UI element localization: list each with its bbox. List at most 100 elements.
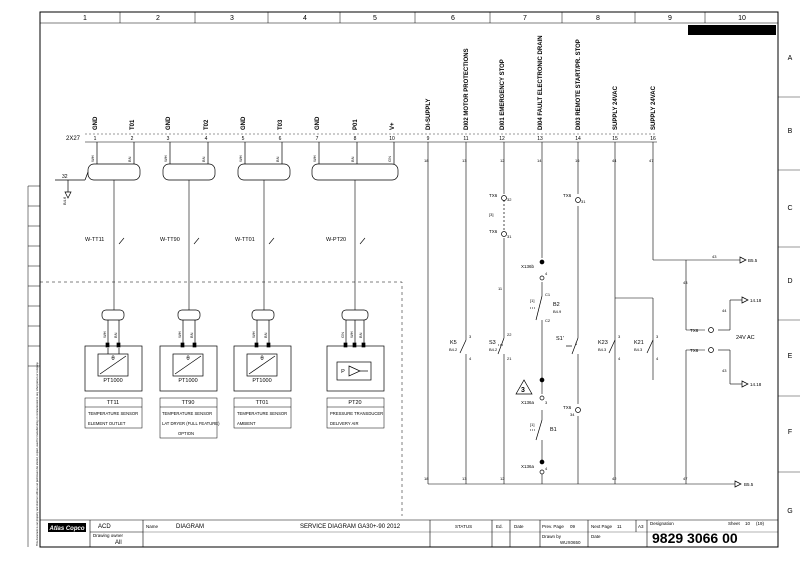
- pin-num: 11: [498, 286, 503, 291]
- tb-name: DIAGRAM: [176, 524, 204, 530]
- sensor-enclosure: [40, 281, 403, 516]
- comp-s1: S1': [556, 336, 564, 342]
- shield-group-4: [311, 142, 399, 181]
- column-label: 7: [523, 15, 527, 22]
- row-label: A: [788, 55, 793, 62]
- cable-name: W-PT20: [326, 237, 346, 243]
- cable-name: W-TT90: [160, 237, 180, 243]
- pin-num: 4: [545, 271, 548, 276]
- row-label: C: [787, 205, 792, 212]
- revision-marker-num: 3: [521, 387, 525, 394]
- comp-ref: B4.2: [489, 347, 498, 352]
- drain-b2: [530, 295, 543, 321]
- pin-num: 22: [507, 332, 512, 337]
- sensor-desc: TEMPERATURE SENSOR: [88, 411, 138, 416]
- column-label: 6: [451, 15, 455, 22]
- row-label: G: [787, 508, 792, 515]
- sensor-wire-color: WH: [251, 331, 256, 338]
- sensor-desc-box: [84, 397, 385, 439]
- wire-color: BN: [201, 156, 206, 162]
- contact-s1: [566, 337, 579, 355]
- terminal-label: SUPPLY 24VAC: [651, 85, 657, 130]
- tb-ed-label: Ed.: [496, 524, 503, 529]
- terminal-label: T02: [204, 119, 210, 130]
- tb-title: SERVICE DIAGRAM GA30+-90 2012: [300, 524, 401, 530]
- comp-tx6: TX6: [489, 229, 498, 234]
- theta-symbol: θ: [186, 356, 190, 362]
- terminal-label: V+: [390, 122, 396, 130]
- right-ref: 14.18: [750, 298, 762, 303]
- terminal-label: DI04 FAULT ELECTRONIC DRAIN: [538, 35, 544, 130]
- right-ref: B5.5: [744, 482, 754, 487]
- comp-b1: B1: [550, 427, 557, 433]
- comp-ref: B4.3: [598, 347, 607, 352]
- terminal-number: 1: [94, 136, 97, 142]
- sensor-desc: OPTION: [178, 431, 194, 436]
- terminal-label: T01: [130, 119, 136, 130]
- sensor-wire-color: WH: [349, 331, 354, 338]
- sensor-name: PT20: [348, 400, 361, 406]
- wire-num: 16: [575, 158, 580, 163]
- tb-sheet-label: Sheet: [728, 521, 741, 526]
- pin-num: [1]: [530, 422, 534, 427]
- comp-x136b: X136b: [521, 264, 535, 269]
- shield-group-1: [87, 142, 141, 181]
- column-label: 10: [738, 15, 746, 22]
- right-ref: 14.18: [750, 382, 762, 387]
- column-label: 9: [668, 15, 672, 22]
- wire-color: GN: [387, 156, 392, 162]
- sensor-tt01: [233, 309, 292, 392]
- sensor-name: TT90: [182, 400, 195, 406]
- comp-b2: B2: [553, 302, 560, 308]
- pin-num: 3: [618, 334, 621, 339]
- terminal-label: DI03 REMOTE START/PR. STOP: [576, 39, 582, 130]
- tb-prev-label: Prev. Page: [542, 524, 564, 529]
- shield-group-3: [237, 142, 291, 181]
- wire-color: WH: [90, 155, 95, 162]
- voltage-label: 24V AC: [736, 335, 755, 341]
- pin-num: 4: [618, 356, 621, 361]
- terminal-label: GND: [315, 116, 321, 130]
- sensor-tt11: [84, 309, 143, 392]
- svg-text:Atlas Copco: Atlas Copco: [48, 526, 84, 532]
- sensor-desc: PRESSURE TRANSDUCER: [330, 411, 383, 416]
- pin-num: [1]: [530, 298, 534, 303]
- sensor-tt90: [159, 309, 218, 392]
- tb-status-label: STATUS: [455, 524, 472, 529]
- terminal-number: 9: [427, 136, 430, 142]
- di-wiring: [427, 142, 742, 485]
- right-ref: B5.5: [748, 258, 758, 263]
- sensor-desc: TEMPERATURE SENSOR: [237, 411, 287, 416]
- comp-x136a: X136a: [521, 464, 535, 469]
- tb-sheet-total: (19): [756, 521, 765, 526]
- comp-k23: K23: [598, 340, 608, 346]
- wire-num: 44: [612, 158, 617, 163]
- comp-s3: S3: [489, 340, 496, 346]
- wire-color: WH: [238, 155, 243, 162]
- title-block: [40, 519, 778, 547]
- tb-acd: ACD: [98, 524, 111, 530]
- pin-num: 3: [469, 334, 472, 339]
- wire-num: 43: [683, 280, 688, 285]
- contact-k21: [646, 339, 654, 354]
- wire-num: 42: [612, 476, 617, 481]
- tb-sheet: 10: [745, 521, 751, 526]
- sensor-desc: LAT DRYER (FULL FEATURE): [162, 421, 220, 426]
- comp-ref: B4.9: [553, 309, 562, 314]
- sensor-wire-color: BN: [263, 332, 268, 338]
- column-label: 4: [303, 15, 307, 22]
- row-label: D: [787, 278, 792, 285]
- row-label: F: [788, 429, 792, 436]
- terminal-number: 2: [131, 136, 134, 142]
- wire-num: 18: [424, 476, 429, 481]
- terminal-label: GND: [166, 116, 172, 130]
- black-bar: [688, 25, 776, 35]
- pin-num: 4: [469, 356, 472, 361]
- sensor-wire-color: GN: [340, 332, 345, 338]
- wire-color: BN: [127, 156, 132, 162]
- terminal-number: 11: [463, 136, 468, 142]
- wire-num: 18: [424, 158, 429, 163]
- wire-color: BN: [275, 156, 280, 162]
- terminal-label: P01: [353, 119, 359, 130]
